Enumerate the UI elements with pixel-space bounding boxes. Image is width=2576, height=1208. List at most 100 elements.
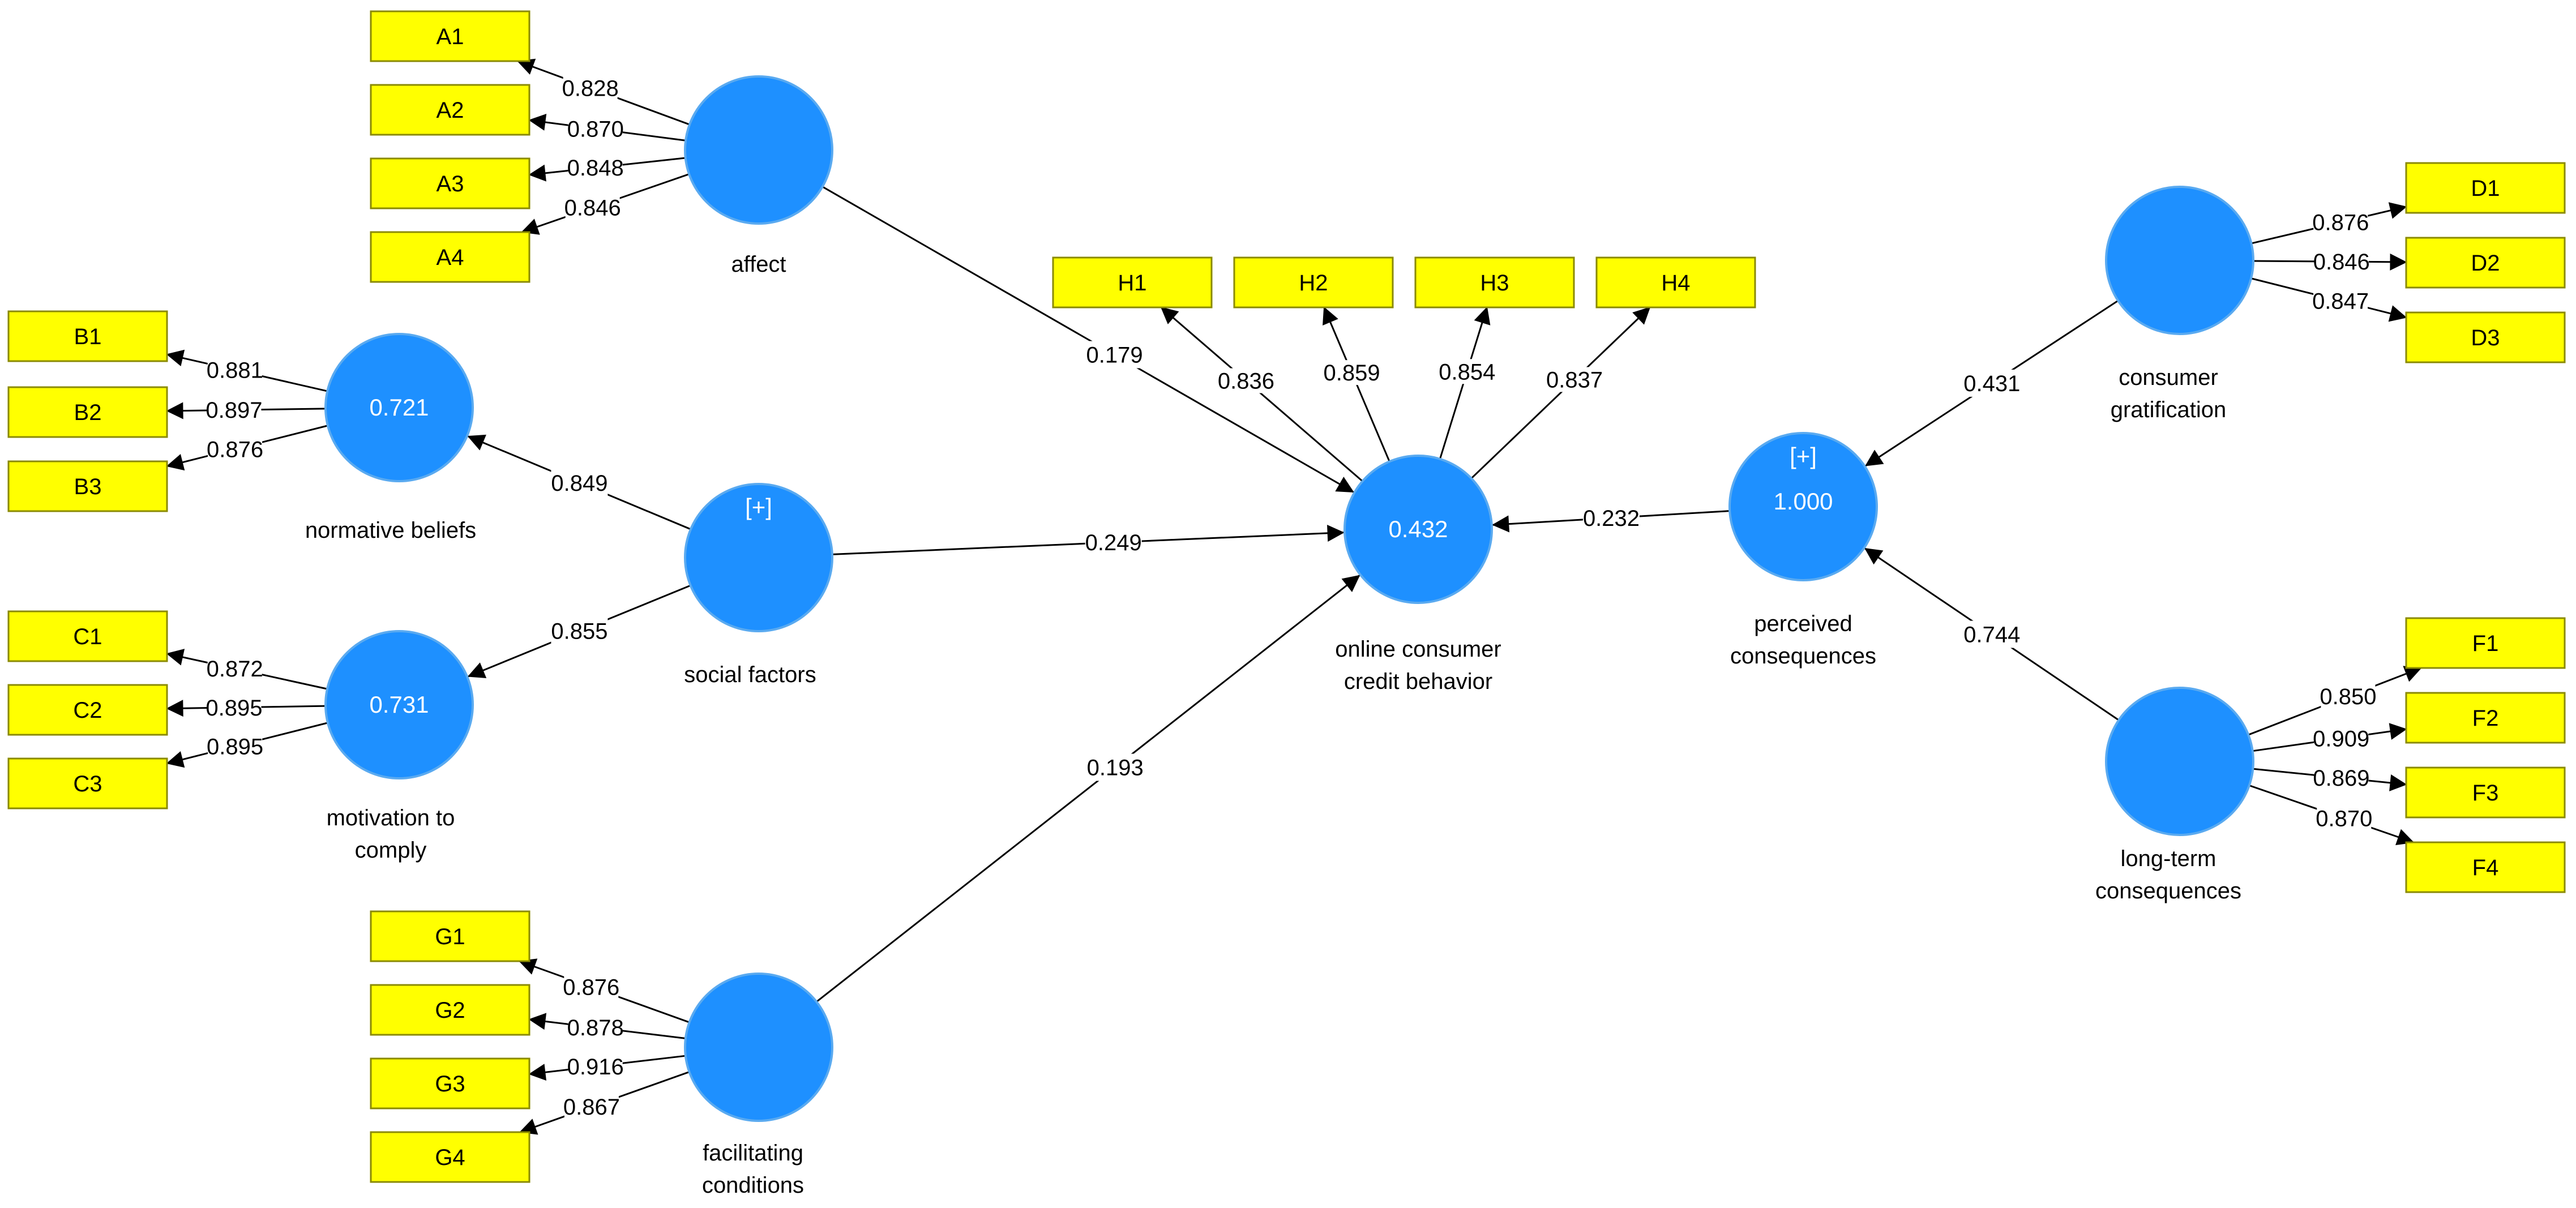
- indicator-g2[interactable]: G2: [370, 984, 530, 1036]
- indicator-box[interactable]: [2405, 311, 2566, 363]
- indicator-d1[interactable]: D1: [2405, 162, 2566, 214]
- indicator-box[interactable]: [1595, 256, 1756, 309]
- indicator-box[interactable]: [7, 310, 168, 362]
- latent-affect[interactable]: affect: [684, 75, 833, 277]
- latent-circle[interactable]: [684, 973, 833, 1122]
- latent-normative-beliefs[interactable]: 0.721 normative beliefs: [305, 333, 476, 543]
- latent-social-factors[interactable]: [+] social factors: [684, 483, 833, 687]
- indicator-h2[interactable]: H2: [1233, 256, 1394, 309]
- path-label-bg: [1963, 620, 2021, 648]
- expand-badge[interactable]: [+]: [1790, 443, 1817, 469]
- path-label-bg: [1085, 529, 1142, 556]
- indicator-label: D2: [2471, 251, 2500, 276]
- indicator-box[interactable]: [370, 84, 530, 136]
- indicator-h4[interactable]: H4: [1595, 256, 1756, 309]
- indicator-box[interactable]: [370, 10, 530, 62]
- loading-value-b2: 0.897: [206, 398, 262, 423]
- indicator-a4[interactable]: A4: [370, 231, 530, 283]
- loading-value-d2: 0.846: [2313, 250, 2370, 275]
- loading-arrow-h1: [1160, 306, 1364, 483]
- expand-badge[interactable]: [+]: [745, 494, 772, 520]
- indicator-box[interactable]: [370, 231, 530, 283]
- indicator-f1[interactable]: F1: [2405, 617, 2566, 669]
- indicator-label: A1: [437, 24, 464, 49]
- indicator-box[interactable]: [370, 1057, 530, 1110]
- indicator-box[interactable]: [7, 757, 168, 809]
- loading-value-f3: 0.869: [2313, 766, 2369, 791]
- path-coefficient-consumer-gratification-to-perceived-consequences: 0.431: [1963, 371, 2020, 396]
- indicator-box[interactable]: [370, 984, 530, 1036]
- loading-value-b3: 0.876: [207, 437, 263, 462]
- indicator-g4[interactable]: G4: [370, 1131, 530, 1183]
- indicator-b3[interactable]: B3: [7, 460, 168, 512]
- latent-label: social factors: [684, 662, 816, 687]
- loading-value-a4: 0.846: [564, 196, 621, 221]
- indicator-c3[interactable]: C3: [7, 757, 168, 809]
- latent-label: online consumer: [1335, 637, 1501, 662]
- indicator-box[interactable]: [2405, 841, 2566, 893]
- loading-label-bg: [207, 656, 262, 682]
- indicator-b1[interactable]: B1: [7, 310, 168, 362]
- latent-circle[interactable]: [2105, 687, 2254, 836]
- latent-label: normative beliefs: [305, 518, 476, 543]
- indicator-box[interactable]: [1414, 256, 1575, 309]
- latent-circle[interactable]: [684, 483, 833, 632]
- latent-facilitating-conditions[interactable]: facilitating conditions: [684, 973, 833, 1198]
- indicator-a3[interactable]: A3: [370, 157, 530, 209]
- path-coefficient-social-factors-to-online-consumer-credit-behavior: 0.249: [1085, 530, 1142, 555]
- indicator-box[interactable]: [1052, 256, 1213, 309]
- indicator-f3[interactable]: F3: [2405, 766, 2566, 819]
- indicator-box[interactable]: [7, 386, 168, 438]
- indicator-a2[interactable]: A2: [370, 84, 530, 136]
- indicator-c2[interactable]: C2: [7, 684, 168, 736]
- indicator-c1[interactable]: C1: [7, 610, 168, 662]
- indicator-label: A2: [437, 98, 464, 123]
- indicator-box[interactable]: [2405, 692, 2566, 744]
- latent-circle[interactable]: [324, 333, 474, 482]
- latent-circle[interactable]: [324, 630, 474, 779]
- indicator-box[interactable]: [370, 157, 530, 209]
- latent-circle[interactable]: [2105, 186, 2254, 335]
- indicator-box[interactable]: [7, 460, 168, 512]
- latent-label: consequences: [1730, 644, 1876, 669]
- latent-label: consumer: [2119, 365, 2218, 390]
- latent-circle[interactable]: [684, 75, 833, 225]
- indicator-label: H3: [1480, 271, 1509, 295]
- indicator-box[interactable]: [2405, 162, 2566, 214]
- indicator-b2[interactable]: B2: [7, 386, 168, 438]
- indicator-f4[interactable]: F4: [2405, 841, 2566, 893]
- loading-arrow-h4: [1470, 306, 1651, 480]
- indicator-box[interactable]: [370, 1131, 530, 1183]
- indicator-label: B2: [74, 400, 102, 425]
- indicator-box[interactable]: [1233, 256, 1394, 309]
- loading-value-a2: 0.870: [567, 117, 624, 142]
- indicator-box[interactable]: [2405, 766, 2566, 819]
- indicator-g1[interactable]: G1: [370, 910, 530, 962]
- indicator-h3[interactable]: H3: [1414, 256, 1575, 309]
- indicator-box[interactable]: [370, 910, 530, 962]
- indicator-a1[interactable]: A1: [370, 10, 530, 62]
- latent-label: facilitating: [703, 1141, 803, 1166]
- indicator-d2[interactable]: D2: [2405, 237, 2566, 289]
- loading-label-bg: [564, 1094, 619, 1120]
- latent-circle[interactable]: [1728, 432, 1878, 581]
- indicator-d3[interactable]: D3: [2405, 311, 2566, 363]
- indicator-box[interactable]: [7, 684, 168, 736]
- latent-circle[interactable]: [1343, 455, 1493, 604]
- r-squared-value: 0.731: [369, 691, 429, 718]
- indicator-g3[interactable]: G3: [370, 1057, 530, 1110]
- indicator-box[interactable]: [7, 610, 168, 662]
- indicator-box[interactable]: [2405, 617, 2566, 669]
- r-squared-value: 0.721: [369, 394, 429, 421]
- indicator-f2[interactable]: F2: [2405, 692, 2566, 744]
- indicator-box[interactable]: [2405, 237, 2566, 289]
- indicator-h1[interactable]: H1: [1052, 256, 1213, 309]
- latent-label: conditions: [702, 1173, 804, 1198]
- loading-value-h2: 0.859: [1323, 361, 1380, 385]
